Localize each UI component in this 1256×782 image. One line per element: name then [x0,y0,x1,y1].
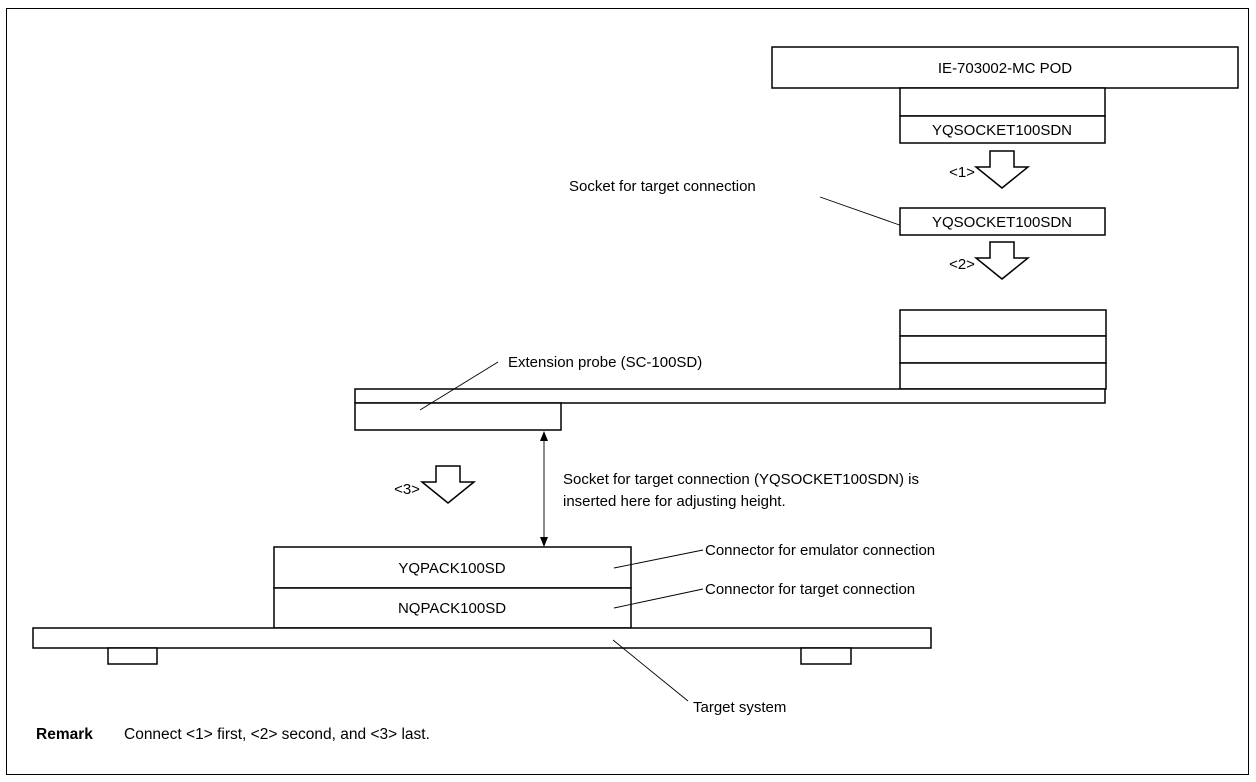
target-system-callout: Target system [693,699,786,716]
target-system-foot-left [107,647,158,665]
height-note-line-1: Socket for target connection (YQSOCKET10… [563,471,919,488]
socket-label: YQSOCKET100SDN [932,214,1072,231]
pod-label: IE-703002-MC POD [938,60,1072,77]
pod-socket-label: YQSOCKET100SDN [932,122,1072,139]
socket-box [899,207,1106,236]
socket-callout: Socket for target connection [569,178,756,195]
socket-leader-line [819,196,909,229]
target-connector-box [273,587,632,629]
probe-stack-top [899,309,1107,337]
remark-text: Connect <1> first, <2> second, and <3> l… [124,726,430,743]
down-arrow-icon [973,150,1031,189]
step-2-label: <2> [949,256,975,273]
probe-callout: Extension probe (SC-100SD) [508,354,702,371]
pod-socket-box [899,115,1106,144]
target-connector-label: NQPACK100SD [398,600,506,617]
extension-probe-board [354,388,1106,404]
target-system-leader-line [612,639,689,702]
target-system-foot-right [800,647,852,665]
emulator-connector-leader-line [613,549,704,569]
emulator-connector-callout: Connector for emulator connection [705,542,935,559]
target-system-board [32,627,932,649]
step-3-label: <3> [394,481,420,498]
emulator-connector-label: YQPACK100SD [398,560,505,577]
pod-box [771,46,1239,89]
target-connector-callout: Connector for target connection [705,581,915,598]
probe-leader-line [419,361,499,411]
arrowhead-up-icon [540,431,548,441]
probe-stack-middle [899,335,1107,364]
down-arrow-icon [419,465,477,504]
step-1-label: <1> [949,164,975,181]
extension-probe-plug [354,402,562,431]
target-connector-leader-line [613,588,704,609]
arrowhead-down-icon [540,537,548,547]
emulator-connector-box [273,546,632,589]
pod-adapter-block [899,87,1106,117]
remark-heading: Remark [36,726,93,743]
probe-stack-bottom [899,362,1107,390]
height-note-line-2: inserted here for adjusting height. [563,493,786,510]
down-arrow-icon [973,241,1031,280]
